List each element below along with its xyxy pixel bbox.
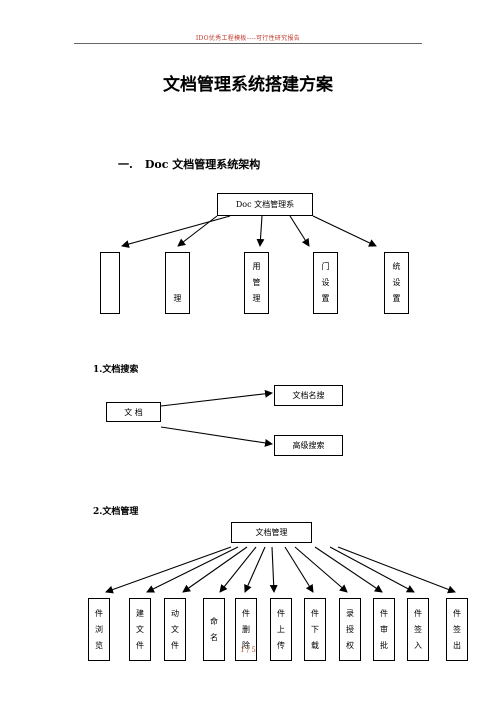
search-root-box: 文 档	[106, 402, 161, 422]
manage-child-box-label: 件	[380, 608, 388, 618]
manage-child-box-label: 入	[414, 640, 422, 650]
manage-child-box-8: 件审批	[373, 598, 395, 661]
architecture-root-label: Doc 文档管理系	[235, 200, 295, 209]
manage-section-heading: 2.文档管理	[93, 507, 139, 517]
architecture-child-box-0	[100, 252, 120, 314]
manage-child-box-label: 浏	[95, 624, 103, 634]
manage-child-box-0: 件浏览	[88, 598, 110, 661]
manage-child-box-2: 动文件	[164, 598, 186, 661]
search-arrow-1	[160, 426, 273, 447]
manage-child-box-label: 览	[95, 640, 103, 650]
search-child-box-advanced: 高级搜索	[274, 435, 343, 456]
architecture-child-box-label: 置	[392, 294, 401, 303]
architecture-child-box-label: 管	[252, 278, 261, 287]
manage-child-box-label: 件	[136, 640, 144, 650]
search-section-heading: 1.文档搜索	[93, 365, 139, 375]
architecture-child-box-2: 用管理	[244, 252, 269, 314]
manage-arrow-3	[219, 546, 257, 593]
manage-arrow-5	[269, 546, 278, 593]
manage-child-box-4: 件删除	[235, 598, 257, 661]
manage-arrow-7	[294, 546, 348, 593]
architecture-child-box-label: 置	[321, 294, 330, 303]
manage-child-box-3: 命名	[203, 598, 225, 661]
manage-child-box-label: 权	[346, 640, 354, 650]
manage-child-box-label: 上	[277, 624, 285, 634]
manage-child-box-9: 件签入	[407, 598, 429, 661]
manage-arrow-9	[329, 546, 415, 593]
page-header: IDO优秀工程模板----可行性研究报告	[195, 35, 301, 42]
manage-child-box-label: 签	[414, 624, 422, 634]
document-title: 文档管理系统搭建方案	[163, 75, 333, 95]
manage-child-box-label: 下	[311, 624, 319, 634]
manage-child-box-label: 建	[136, 608, 144, 618]
architecture-arrow-0	[121, 215, 231, 248]
architecture-child-box-label: 理	[252, 294, 261, 303]
manage-child-box-label: 审	[380, 624, 388, 634]
architecture-arrow-3	[289, 215, 310, 247]
manage-child-box-label: 件	[453, 608, 461, 618]
manage-child-box-7: 录授权	[339, 598, 361, 661]
section-1-heading: 一. Doc 文档管理系统架构	[118, 156, 260, 172]
manage-arrow-10	[337, 546, 456, 594]
search-child-label: 高级搜索	[292, 441, 325, 450]
architecture-arrow-4	[312, 215, 377, 247]
manage-child-box-label: 件	[277, 608, 285, 618]
search-child-label: 文档名搜	[292, 391, 325, 400]
manage-child-box-label: 批	[380, 640, 388, 650]
architecture-child-box-1: 理	[165, 252, 190, 314]
manage-child-box-label: 动	[171, 608, 179, 618]
manage-root-box: 文档管理	[231, 522, 312, 543]
architecture-child-box-3: 门设置	[313, 252, 338, 314]
manage-child-box-5: 件上传	[270, 598, 292, 661]
manage-child-box-label: 件	[242, 608, 250, 618]
manage-child-box-label: 文	[136, 624, 144, 634]
header-divider	[74, 43, 422, 44]
architecture-child-box-label: 理	[173, 294, 182, 303]
architecture-arrow-2	[256, 215, 265, 247]
manage-child-box-label: 件	[414, 608, 422, 618]
architecture-root-box: Doc 文档管理系	[217, 193, 313, 216]
manage-child-box-label: 件	[95, 608, 103, 618]
manage-child-box-label: 传	[277, 640, 285, 650]
section-1-number: 一.	[118, 158, 133, 171]
architecture-child-box-label: 用	[252, 262, 261, 271]
section-1-title: Doc 文档管理系统架构	[144, 158, 261, 171]
manage-arrow-4	[244, 546, 266, 593]
architecture-child-box-4: 统设置	[384, 252, 409, 314]
search-child-box-filename: 文档名搜	[274, 385, 343, 406]
architecture-child-box-label: 设	[392, 278, 401, 287]
manage-root-label: 文档管理	[255, 528, 288, 537]
page-number: 1 / 5	[240, 646, 256, 654]
manage-child-box-label: 录	[346, 608, 354, 618]
manage-child-box-label: 除	[242, 640, 250, 650]
manage-child-box-label: 命	[210, 616, 218, 626]
architecture-child-box-label: 设	[321, 278, 330, 287]
architecture-child-box-label: 统	[392, 262, 401, 271]
manage-child-box-label: 授	[346, 624, 354, 634]
manage-child-box-6: 件下载	[304, 598, 326, 661]
manage-child-box-label: 文	[171, 624, 179, 634]
search-root-label: 文 档	[124, 407, 143, 417]
search-arrow-0	[160, 389, 273, 407]
manage-child-box-label: 签	[453, 624, 461, 634]
manage-child-box-label: 名	[210, 632, 218, 642]
manage-child-box-10: 件签出	[446, 598, 468, 661]
architecture-arrow-1	[177, 215, 218, 247]
manage-arrow-1	[146, 546, 239, 593]
manage-child-box-label: 件	[311, 608, 319, 618]
manage-child-box-label: 出	[453, 640, 461, 650]
manage-arrow-0	[105, 546, 232, 594]
manage-arrow-2	[182, 546, 248, 593]
manage-child-box-label: 载	[311, 640, 319, 650]
manage-arrow-6	[284, 546, 314, 593]
manage-arrow-8	[314, 546, 383, 593]
manage-child-box-label: 件	[171, 640, 179, 650]
manage-child-box-label: 删	[242, 624, 250, 634]
architecture-child-box-label: 门	[321, 262, 330, 271]
manage-child-box-1: 建文件	[129, 598, 151, 661]
